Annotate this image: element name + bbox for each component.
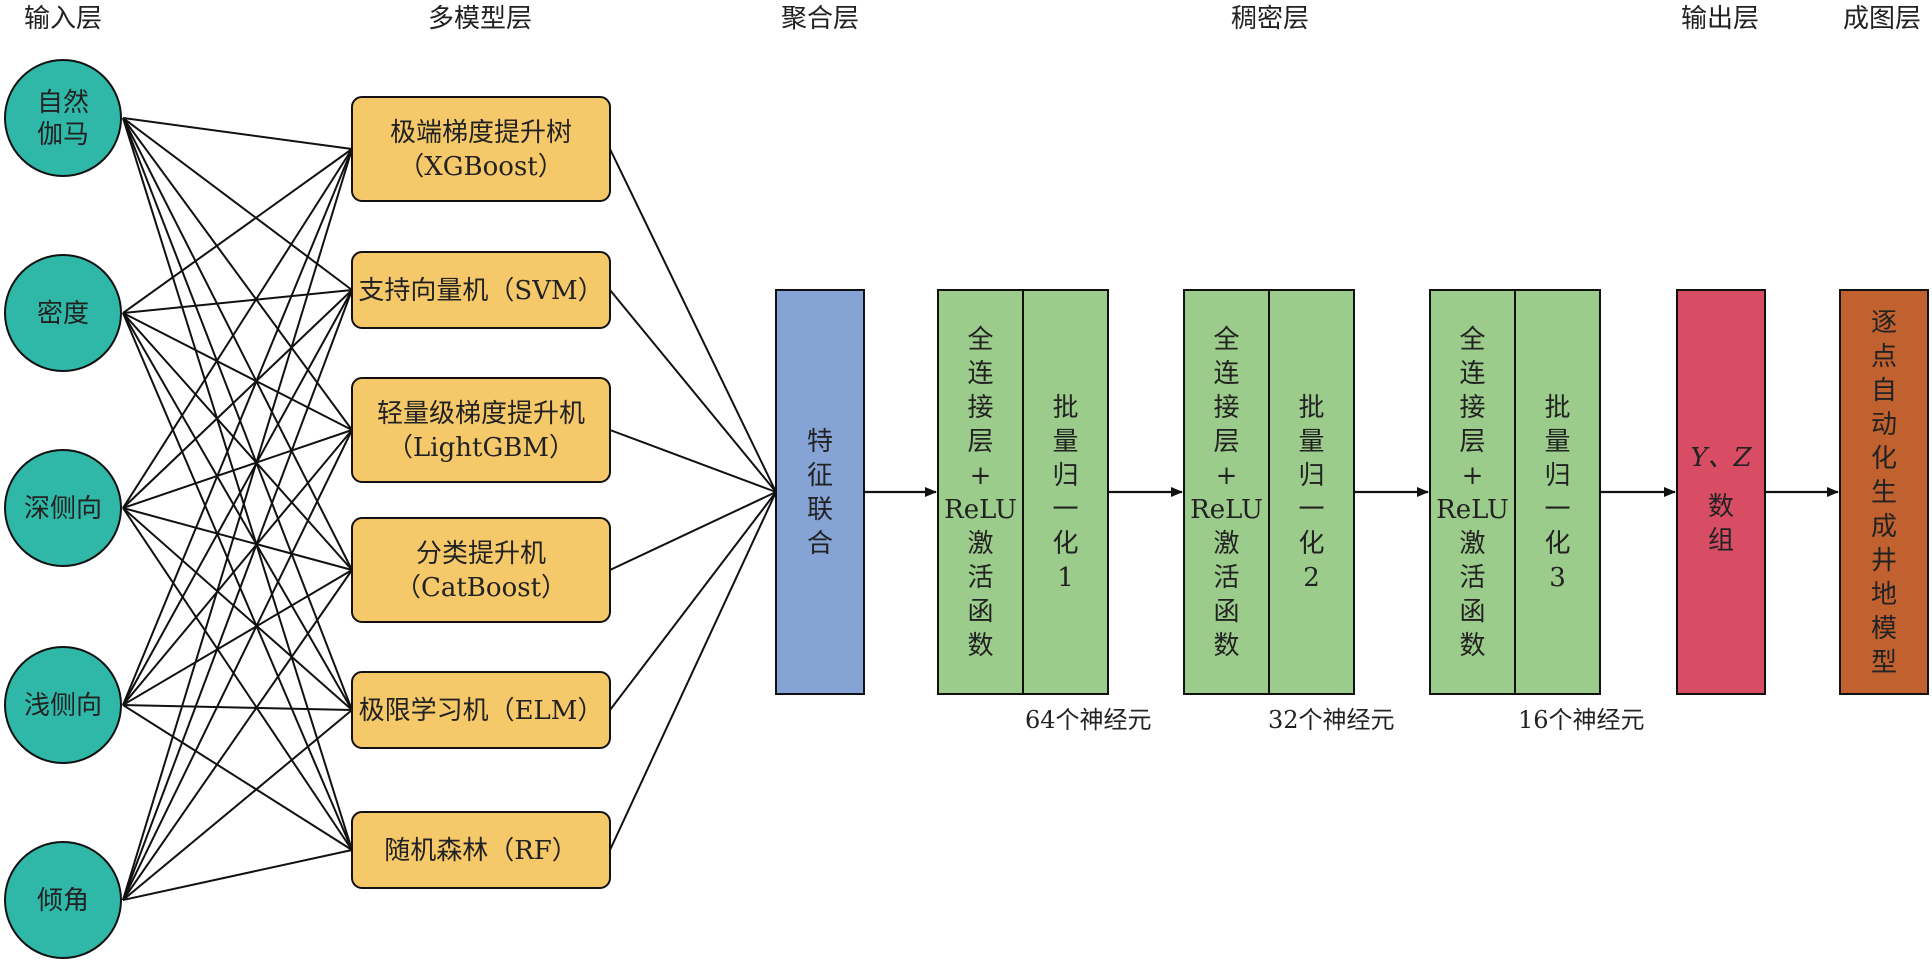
header-output-layer: 输出层 — [1681, 4, 1759, 34]
model-node-label: 极限学习机（ELM） — [359, 696, 604, 726]
input-node-label: 深侧向 — [24, 494, 102, 524]
model-node: 随机森林（RF） — [351, 811, 611, 889]
model-node-label: 轻量级梯度提升机 — [377, 399, 585, 429]
model-node: 极限学习机（ELM） — [351, 671, 611, 749]
connection-lines — [122, 117, 777, 901]
header-mapping-layer: 成图层 — [1843, 4, 1921, 34]
neuron-count-label: 32个神经元 — [1268, 706, 1395, 734]
model-node: 支持向量机（SVM） — [351, 251, 611, 329]
model-node-label: 分类提升机 — [416, 539, 546, 569]
output-label-line2: 数组 — [1708, 492, 1734, 556]
model-node-label: 支持向量机（SVM） — [358, 276, 603, 306]
neuron-count-label: 64个神经元 — [1025, 706, 1152, 734]
input-node: 浅侧向 — [4, 646, 122, 764]
output-box: Y、Z 数组 — [1676, 289, 1766, 695]
model-node: 轻量级梯度提升机 （LightGBM） — [351, 377, 611, 483]
input-node-label: 自然 — [37, 88, 89, 118]
mapping-box: 逐点自动化生成井地模型 — [1839, 289, 1929, 695]
input-node: 深侧向 — [4, 449, 122, 567]
neuron-count-label: 16个神经元 — [1518, 706, 1645, 734]
model-node-label: 随机森林（RF） — [384, 836, 578, 866]
mapping-label: 逐点自动化生成井地模型 — [1871, 308, 1897, 678]
model-node-label: 极端梯度提升树 — [390, 118, 572, 148]
header-multi-model-layer: 多模型层 — [428, 4, 532, 34]
input-node: 倾角 — [4, 841, 122, 959]
header-dense-layer: 稠密层 — [1231, 4, 1309, 34]
header-aggregation-layer: 聚合层 — [781, 4, 859, 34]
input-node-label: 倾角 — [37, 886, 89, 916]
model-nodes: 极端梯度提升树 （XGBoost） 支持向量机（SVM） 轻量级梯度提升机 （Light… — [351, 96, 611, 889]
input-node: 密度 — [4, 254, 122, 372]
fusion-box: 特征联合 — [775, 289, 865, 695]
fusion-label: 特征联合 — [807, 427, 833, 559]
model-node: 分类提升机 （CatBoost） — [351, 517, 611, 623]
input-node-label: 伽马 — [37, 120, 89, 150]
model-node-label: （CatBoost） — [395, 573, 567, 603]
header-input-layer: 输入层 — [24, 4, 102, 34]
model-node-label: （XGBoost） — [398, 152, 563, 182]
model-node-label: （LightGBM） — [387, 433, 575, 463]
input-node-label: 密度 — [37, 299, 89, 329]
model-node: 极端梯度提升树 （XGBoost） — [351, 96, 611, 202]
output-label-line1: Y、Z — [1690, 443, 1752, 473]
input-node-label: 浅侧向 — [24, 691, 102, 721]
